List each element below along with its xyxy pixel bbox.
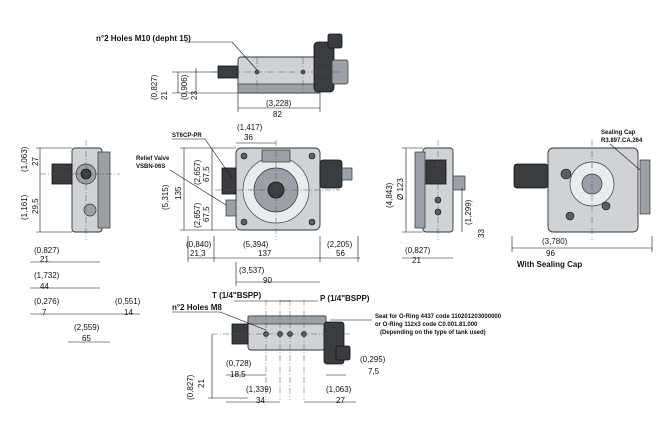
dim-w21-3-mm: 21,3	[190, 249, 206, 258]
dim-h135-in: (5,315)	[161, 184, 170, 210]
dim-h67b-mm: 67,5	[202, 206, 211, 222]
right-side-view: (4,843) Ø 123 (1,299) 33 (0,827) 21	[385, 140, 486, 265]
dim-top-h2-mm: 23	[190, 91, 199, 100]
dim-w90-mm: 90	[263, 276, 272, 285]
left-side-view: (1,063) 27 (1,161) 29,5 (0,827) 21 (1,73…	[20, 140, 141, 343]
dim-bot-w18-mm: 18,5	[230, 370, 246, 379]
dim-w137-in: (5,394)	[243, 240, 269, 249]
dim-top-h2-in: (0,906)	[180, 74, 189, 100]
label-port-t: T (1/4"BSPP)	[212, 291, 261, 300]
far-right-view: Sealing Cap R3.897.CA.264 (3,780) 96 Wit…	[511, 130, 653, 269]
top-view: n°2 Holes M10 (depht 15) (0,827) 21 (0,9…	[96, 33, 349, 119]
label-port-p: P (1/4"BSPP)	[320, 294, 370, 303]
dim-left-w21-mm: 21	[40, 255, 49, 264]
label-relief-valve-1: Relief Valve	[136, 156, 170, 162]
dim-r-h33-mm: 33	[477, 229, 486, 238]
dim-bot-h21-in: (0,827)	[186, 374, 195, 400]
dim-w90-in: (3,537)	[239, 266, 265, 275]
dim-fr-w96-mm: 96	[546, 249, 555, 258]
dim-left-w65-mm: 65	[82, 334, 91, 343]
dim-bot-w27-in: (1,063)	[326, 385, 352, 394]
dim-r-h123-mm: Ø 123	[396, 178, 405, 200]
dim-left-h27-in: (1,063)	[20, 146, 29, 172]
dim-w21-3-in: (0,840)	[186, 240, 212, 249]
dim-fr-w96-in: (3,780)	[542, 237, 568, 246]
dim-left-w44-mm: 44	[40, 282, 49, 291]
dim-left-w14-mm: 14	[124, 308, 133, 317]
dim-left-w44-in: (1,732)	[34, 271, 60, 280]
dim-h67a-in: (2,657)	[193, 159, 202, 185]
dim-w137-mm: 137	[258, 249, 272, 258]
front-view: ST6CP-PR Relief Valve VSBN-06S (1,417) 3…	[136, 123, 360, 286]
dim-left-h29-in: (1,161)	[20, 194, 29, 220]
dim-r-h123-in: (4,843)	[385, 182, 394, 208]
dim-left-w14-in: (0,551)	[115, 297, 141, 306]
dim-r-w21-in: (0,827)	[405, 246, 431, 255]
dim-left-h29-mm: 29,5	[31, 198, 40, 214]
dim-r-w21-mm: 21	[412, 256, 421, 265]
dim-h67a-mm: 67,5	[202, 166, 211, 182]
dim-left-h27-mm: 27	[31, 157, 40, 166]
dim-left-w65-in: (2,559)	[74, 323, 100, 332]
dim-r-h33-in: (1,299)	[464, 199, 473, 225]
dim-top-w-mm: 82	[273, 110, 282, 119]
dim-bot-w27-mm: 27	[336, 396, 345, 405]
dim-left-w7-in: (0,276)	[34, 297, 60, 306]
label-seat-1: Seat for O-Ring 4437 code 11020120300000…	[375, 314, 502, 320]
dim-w56-mm: 56	[336, 249, 345, 258]
bottom-view: T (1/4"BSPP) P (1/4"BSPP) n°2 Holes M8 S…	[172, 291, 502, 405]
dim-bot-w18-in: (0,728)	[226, 359, 252, 368]
dim-top-h1-mm: 21	[160, 91, 169, 100]
dim-bot-h21-mm: 21	[197, 379, 206, 388]
label-st6cp: ST6CP-PR	[172, 133, 202, 139]
dim-top-w-in: (3,228)	[266, 99, 292, 108]
label-relief-valve-2: VSBN-06S	[136, 164, 165, 170]
label-seat-2: or O-Ring 112x3 code C0.001.81.000	[375, 322, 478, 328]
dim-left-w21-in: (0,827)	[34, 246, 60, 255]
label-holes-m10: n°2 Holes M10 (depht 15)	[96, 34, 191, 43]
dim-bot-w34-mm: 34	[256, 396, 265, 405]
dim-top-h1-in: (0,827)	[150, 74, 159, 100]
label-sealing-cap-1: Sealing Cap	[601, 130, 636, 136]
label-holes-m8: n°2 Holes M8	[172, 303, 222, 312]
dim-h67b-in: (2,657)	[193, 202, 202, 228]
dim-w36-in: (1,417)	[237, 123, 263, 132]
label-sealing-cap-2: R3.897.CA.264	[601, 138, 643, 144]
dim-bot-w7-in: (0,295)	[360, 355, 386, 364]
dim-bot-w34-in: (1,339)	[246, 385, 272, 394]
label-with-sealing-cap: With Sealing Cap	[517, 260, 582, 269]
label-seat-3: (Depending on the type of tank used)	[380, 330, 486, 336]
dim-w36-mm: 36	[244, 133, 253, 142]
dim-w56-in: (2,205)	[327, 240, 353, 249]
dim-left-w7-mm: 7	[42, 308, 47, 317]
dim-h135-mm: 135	[174, 186, 183, 200]
dim-bot-w7-mm: 7,5	[368, 367, 380, 376]
